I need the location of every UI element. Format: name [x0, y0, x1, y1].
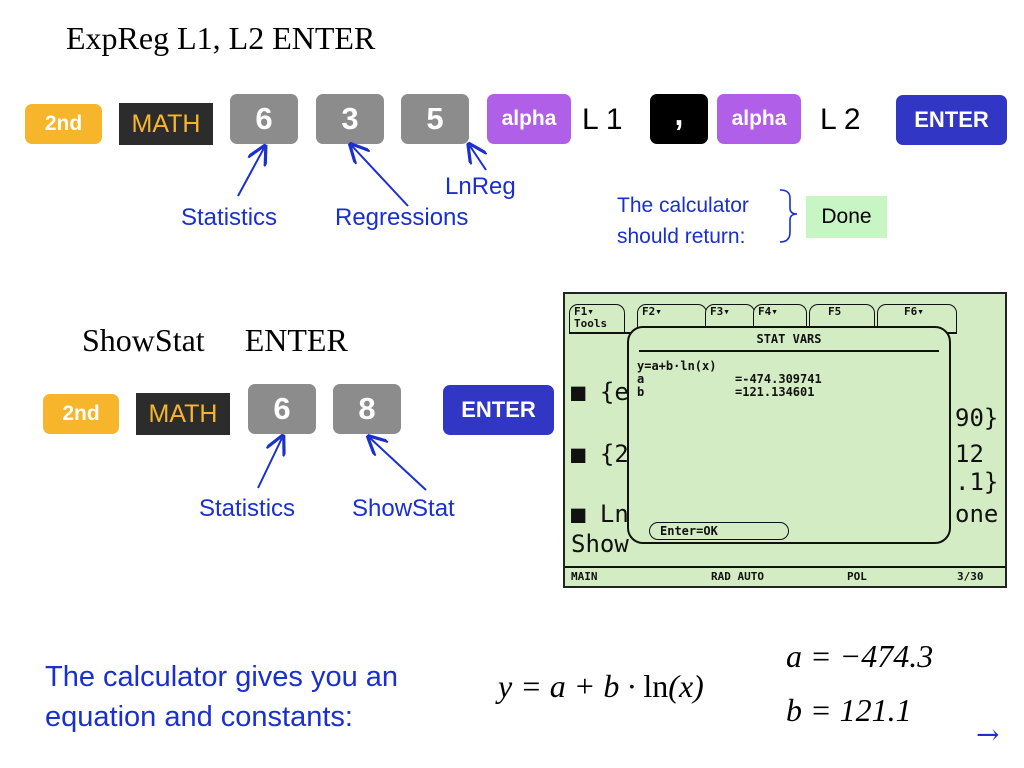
key-alpha-2[interactable]: alpha — [717, 94, 801, 144]
history-line-2-right-b: .1} — [955, 468, 999, 496]
key-5[interactable]: 5 — [401, 94, 469, 144]
arrow-statistics-1 — [237, 148, 264, 197]
key-2nd[interactable]: 2nd — [25, 104, 102, 144]
history-line-1: ■ {e — [571, 378, 629, 406]
status-pol: POL — [847, 570, 867, 583]
heading-showstat: ShowStat ENTER — [82, 322, 348, 358]
status-main: MAIN — [571, 570, 598, 583]
annotation-lnreg: LnReg — [445, 173, 516, 200]
history-line-3-right: one — [955, 500, 999, 528]
history-line-2-right-a: 12 — [955, 440, 984, 468]
heading-expreg: ExpReg L1, L2 ENTER — [66, 20, 376, 56]
arrow-regressions — [352, 146, 409, 207]
arrow-lnreg — [470, 146, 486, 171]
a-value: =-474.309741 — [735, 372, 822, 386]
bottom-text-line2: equation and constants: — [45, 701, 353, 733]
b-constant: b = 121.1 — [786, 692, 912, 728]
label-l2: L 2 — [820, 103, 861, 136]
enter-ok-button[interactable]: Enter=OK — [649, 522, 789, 540]
key-6[interactable]: 6 — [230, 94, 298, 144]
arrow-statistics-2 — [257, 438, 282, 489]
next-arrow-icon[interactable]: → — [976, 718, 1000, 751]
regression-formula: y = a + b · ln(x) — [498, 668, 704, 705]
status-bar: MAIN RAD AUTO POL 3/30 — [565, 566, 1005, 586]
calculator-screen: F1▾Tools F2▾ F3▾ F4▾ F5 F6▾ ■ {e 90} ■ {… — [563, 292, 1007, 588]
annotation-statistics-1: Statistics — [181, 204, 278, 231]
arrow-showstat — [370, 438, 427, 491]
bottom-text-line1: The calculator gives you an — [45, 661, 399, 693]
history-line-3: ■ Ln — [571, 500, 629, 528]
history-line-2: ■ {2 — [571, 440, 629, 468]
return-note-line1: The calculator — [617, 194, 749, 217]
stat-vars-dialog: STAT VARS y=a+b·ln(x) a =-474.309741 b =… — [627, 326, 951, 544]
brace-icon — [779, 189, 798, 243]
key-6-b[interactable]: 6 — [248, 384, 316, 434]
formula-left: y = a + b · — [498, 668, 644, 704]
key-2nd-b[interactable]: 2nd — [43, 394, 119, 434]
annotation-showstat: ShowStat — [352, 495, 455, 522]
key-comma[interactable]: , — [650, 94, 708, 144]
formula-ln: ln — [643, 668, 669, 704]
key-math-b[interactable]: MATH — [136, 393, 230, 435]
key-3[interactable]: 3 — [316, 94, 384, 144]
regression-equation: y=a+b·ln(x) — [637, 359, 717, 373]
return-note-line2: should return: — [617, 225, 746, 248]
label-l1: L 1 — [582, 103, 623, 136]
status-mode: RAD AUTO — [711, 570, 764, 583]
b-value: =121.134601 — [735, 385, 815, 399]
key-alpha-1[interactable]: alpha — [487, 94, 571, 144]
status-count: 3/30 — [957, 570, 984, 583]
key-enter-b[interactable]: ENTER — [443, 385, 554, 435]
annotation-statistics-2: Statistics — [199, 495, 296, 522]
annotation-regressions: Regressions — [335, 204, 469, 231]
formula-arg: (x) — [668, 668, 704, 704]
menu-f1-tools[interactable]: F1▾Tools — [569, 304, 625, 334]
a-label: a — [637, 372, 645, 386]
key-math[interactable]: MATH — [119, 103, 213, 145]
history-line-1-right: 90} — [955, 404, 999, 432]
key-enter[interactable]: ENTER — [896, 95, 1007, 145]
done-badge: Done — [806, 196, 887, 238]
entry-line: Show — [571, 530, 629, 558]
dialog-title: STAT VARS — [639, 328, 939, 352]
b-label: b — [637, 385, 645, 399]
a-constant: a = −474.3 — [786, 638, 934, 674]
key-8[interactable]: 8 — [333, 384, 401, 434]
